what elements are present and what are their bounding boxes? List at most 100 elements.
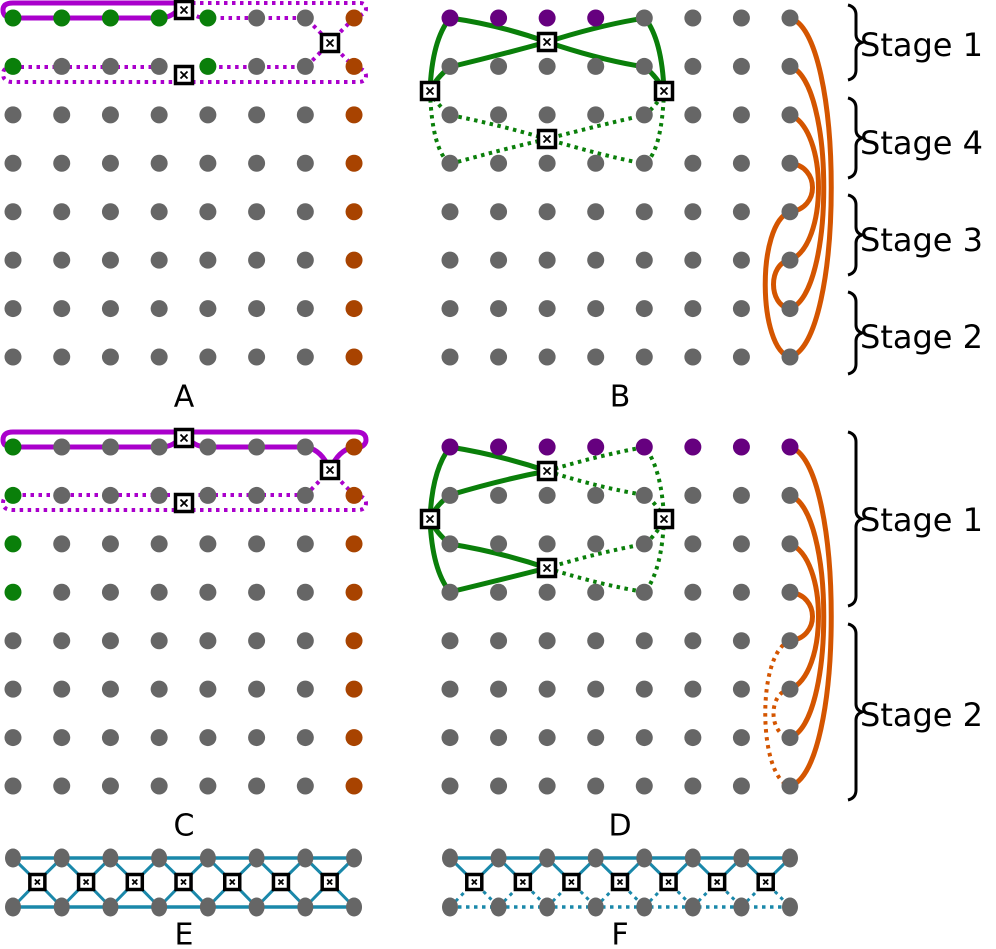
panel-a-node	[4, 9, 22, 27]
panel-b-node	[490, 9, 508, 27]
panel-d-node	[732, 535, 750, 553]
panel-d-node	[635, 729, 653, 747]
panel-b-node	[781, 203, 799, 221]
crossed-box-icon	[125, 872, 145, 892]
panel-b-node	[732, 348, 750, 366]
panel-d-node	[441, 438, 459, 456]
panel-b-node	[490, 300, 508, 318]
panel-b-node	[732, 203, 750, 221]
crossed-box-icon	[28, 872, 47, 892]
panel-b-node	[587, 154, 605, 172]
panel-d-node	[441, 680, 459, 698]
panel-c-node	[150, 680, 168, 698]
panel-d-node	[781, 777, 799, 795]
panel-c-node	[150, 632, 168, 650]
panel-c-node	[4, 486, 22, 504]
crossed-box-icon	[222, 872, 242, 892]
panel-d-node	[441, 486, 459, 504]
panel-d-node	[635, 486, 653, 504]
crossed-box-icon	[319, 459, 341, 481]
panel-c-node	[101, 729, 119, 747]
panel-c-node	[199, 777, 217, 795]
crossed-box-icon	[610, 872, 630, 892]
panel-d-node	[635, 438, 653, 456]
crossed-box-icon	[174, 872, 193, 892]
panel-d-node	[490, 486, 508, 504]
panel-b-node	[587, 106, 605, 124]
switch-cross	[179, 5, 189, 15]
panel-d-node	[587, 632, 605, 650]
switch-cross	[229, 878, 236, 886]
panel-d-node	[538, 777, 556, 795]
panel-a-node	[296, 57, 314, 75]
panel-c-node	[296, 729, 314, 747]
panel-d-node	[781, 632, 799, 650]
stage-label-d-2: Stage 2	[860, 696, 983, 734]
crossed-box-icon	[173, 427, 195, 449]
panel-b-node	[441, 300, 459, 318]
panel-d-node	[781, 535, 799, 553]
panel-a-node	[4, 348, 22, 366]
panel-a-dotted-top	[192, 1, 369, 18]
panel-e-node	[346, 848, 363, 868]
panel-a-node	[4, 203, 22, 221]
panel-a-node	[199, 57, 217, 75]
panel-c-node	[248, 777, 266, 795]
panel-b-node	[635, 154, 653, 172]
panel-a-node	[101, 300, 119, 318]
crossed-box-icon	[320, 872, 339, 892]
switch-cross	[471, 878, 478, 886]
panel-b-node	[781, 251, 799, 269]
panel-a-node	[248, 348, 266, 366]
panel-b-node	[490, 203, 508, 221]
panel-c-node	[101, 777, 119, 795]
panel-d-node	[490, 729, 508, 747]
panel-b-node	[587, 9, 605, 27]
switch-cross	[277, 878, 285, 886]
panel-c-node	[53, 583, 71, 601]
panel-d-node	[684, 438, 702, 456]
panel-c-node	[53, 680, 71, 698]
panel-a-dotted-bottom	[0, 65, 369, 84]
panel-e-node	[102, 848, 119, 868]
crossed-box-icon	[173, 0, 195, 21]
panel-c-node	[296, 680, 314, 698]
panel-a-node	[53, 251, 71, 269]
switch-cross	[179, 433, 189, 443]
panel-a-node	[199, 9, 217, 27]
panel-e-node	[297, 848, 314, 868]
panel-b-node	[781, 57, 799, 75]
switch-cross	[131, 878, 138, 886]
panel-b-node	[490, 57, 508, 75]
panel-f-node	[539, 897, 556, 917]
panel-a-node	[296, 300, 314, 318]
panel-b-node	[684, 348, 702, 366]
panel-c-node	[199, 680, 217, 698]
panel-b-node	[684, 9, 702, 27]
panel-c-node	[150, 535, 168, 553]
panel-f-node	[636, 848, 653, 868]
panel-d-solid	[427, 444, 550, 595]
panel-d-node	[538, 535, 556, 553]
panel-d-node	[587, 535, 605, 553]
right-brace-icon	[847, 430, 867, 608]
panel-b-node	[635, 9, 653, 27]
panel-d-node	[684, 777, 702, 795]
switch-cross	[762, 878, 769, 886]
panel-e-node	[5, 897, 21, 917]
panel-c-node	[4, 535, 22, 553]
panel-a-node	[53, 106, 71, 124]
panel-a-node	[296, 154, 314, 172]
panel-b-node	[441, 154, 459, 172]
panel-c-node	[345, 680, 363, 698]
panel-e-node	[199, 848, 216, 868]
panel-a-node	[248, 9, 266, 27]
right-brace-icon	[847, 622, 867, 802]
panel-d-node	[732, 680, 750, 698]
panel-f-node	[733, 897, 750, 917]
panel-a-node	[101, 348, 119, 366]
panel-d-node	[538, 438, 556, 456]
panel-e-node	[346, 897, 363, 917]
panel-f-node	[781, 897, 798, 917]
